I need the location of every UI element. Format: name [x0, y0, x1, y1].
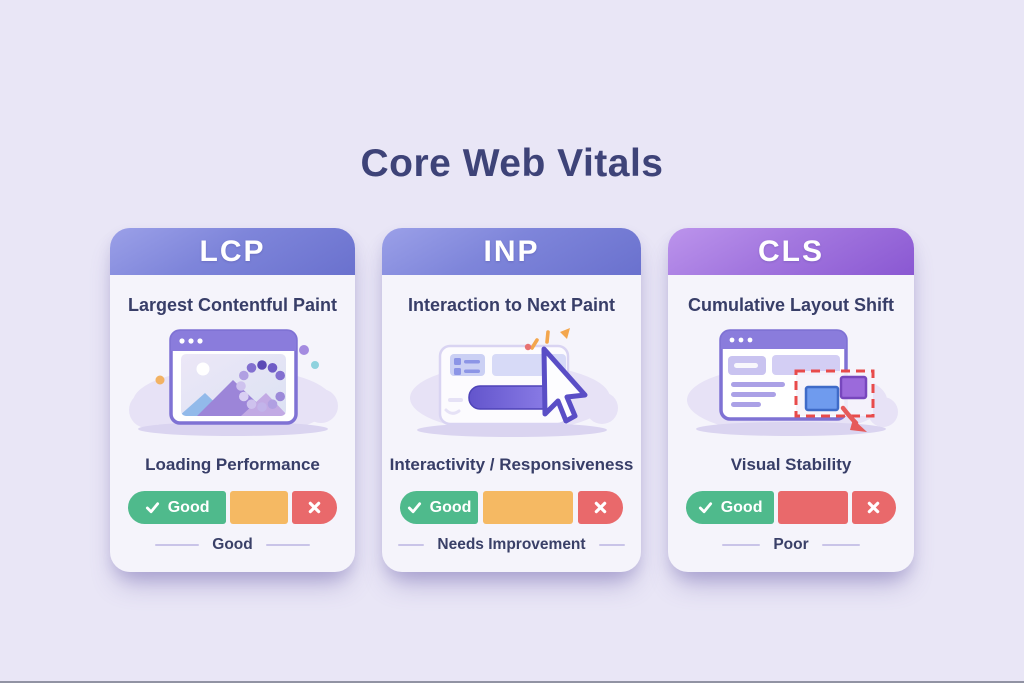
browser-titlebar — [721, 331, 846, 349]
shift-arrow-icon — [840, 405, 867, 432]
scale-mid-segment — [230, 491, 289, 524]
scale-good-label: Good — [720, 498, 763, 516]
x-icon — [594, 501, 607, 514]
primary-button — [467, 385, 556, 410]
rating-label: Needs Improvement — [437, 536, 586, 553]
shifted-block-purple — [839, 375, 868, 400]
window-dot — [729, 337, 735, 343]
check-icon — [407, 500, 422, 515]
check-icon — [698, 500, 713, 515]
scale-good-segment: Good — [128, 491, 227, 524]
rating-label: Poor — [773, 536, 809, 553]
text-line — [731, 382, 785, 387]
card-cls: CLS Cumulative Layout Shift — [668, 228, 914, 572]
scale-mid-segment — [778, 491, 848, 524]
text-line — [734, 363, 758, 368]
shifted-block-blue — [804, 385, 840, 412]
x-icon — [867, 501, 880, 514]
text-line — [731, 392, 776, 397]
scale-bad-segment — [292, 491, 337, 524]
card-inp: INP Interaction to Next Paint — [382, 228, 641, 572]
cards-row: LCP Largest Contentful Paint — [0, 228, 1024, 572]
dash-right — [265, 544, 310, 546]
scale-mid-segment — [483, 491, 574, 524]
card-inp-scale-bar: Good — [400, 491, 623, 524]
page-title: Core Web Vitals — [360, 142, 664, 185]
card-lcp-description: Loading Performance — [145, 455, 320, 474]
card-lcp-scale-bar: Good — [128, 491, 337, 524]
card-lcp-full-name: Largest Contentful Paint — [127, 295, 337, 315]
window-dot — [178, 338, 185, 344]
card-inp-acronym: INP — [483, 234, 540, 268]
card-lcp: LCP Largest Contentful Paint — [110, 228, 355, 572]
scale-good-label: Good — [167, 498, 210, 516]
card-cls-description: Visual Stability — [730, 455, 852, 474]
cls-illustration-svg — [687, 329, 898, 436]
dash-right — [821, 544, 860, 546]
dash-left — [722, 544, 761, 546]
scale-bad-segment — [578, 491, 623, 524]
x-icon — [308, 501, 321, 514]
browser-titlebar — [170, 331, 296, 351]
decor-dot-teal — [310, 361, 319, 369]
window-dot — [196, 338, 203, 344]
content-block — [772, 355, 840, 375]
check-icon — [145, 500, 160, 515]
browser-window — [168, 329, 298, 425]
click-sparkles — [524, 328, 570, 351]
scale-good-label: Good — [429, 498, 472, 516]
cursor-icon — [541, 346, 587, 424]
rating-label: Good — [212, 536, 253, 553]
loading-spinner-icon — [235, 360, 285, 412]
cls-illustration — [671, 324, 911, 448]
card-cls-scale-bar: Good — [686, 491, 896, 524]
card-cls-rating: Poor — [668, 536, 914, 554]
card-lcp-rating: Good — [110, 536, 355, 554]
card-lcp-acronym: LCP — [199, 234, 266, 268]
card-inp-full-name: Interaction to Next Paint — [407, 295, 616, 315]
window-dot — [747, 337, 753, 343]
decor-dot-purple — [298, 345, 309, 355]
lcp-illustration — [113, 324, 353, 448]
card-cls-header: CLS — [668, 228, 914, 275]
lcp-illustration-svg — [128, 329, 338, 436]
window-dot — [187, 338, 194, 344]
dash-left — [398, 544, 425, 546]
dashed-shift-region — [794, 369, 875, 418]
decor-dot-red — [524, 343, 531, 351]
bottom-edge-line — [0, 681, 1024, 683]
scale-good-segment: Good — [686, 491, 775, 524]
decor-dot-orange — [155, 375, 164, 385]
window-dot — [738, 337, 744, 343]
card-cls-acronym: CLS — [758, 234, 824, 268]
sun — [196, 362, 209, 376]
card-inp-description: Interactivity / Responsiveness — [389, 455, 634, 474]
card-inp-rating: Needs Improvement — [382, 536, 641, 554]
card-inp-header: INP — [382, 228, 641, 275]
card-cls-full-name: Cumulative Layout Shift — [687, 295, 894, 315]
dash-right — [598, 544, 625, 546]
card-lcp-header: LCP — [110, 228, 355, 275]
squiggle-line — [444, 408, 460, 415]
dash-left — [155, 544, 200, 546]
text-line — [447, 398, 463, 402]
scale-good-segment: Good — [400, 491, 479, 524]
inp-illustration-svg — [409, 328, 618, 437]
inp-illustration — [392, 324, 632, 448]
text-line — [731, 402, 761, 407]
scale-bad-segment — [851, 491, 896, 524]
